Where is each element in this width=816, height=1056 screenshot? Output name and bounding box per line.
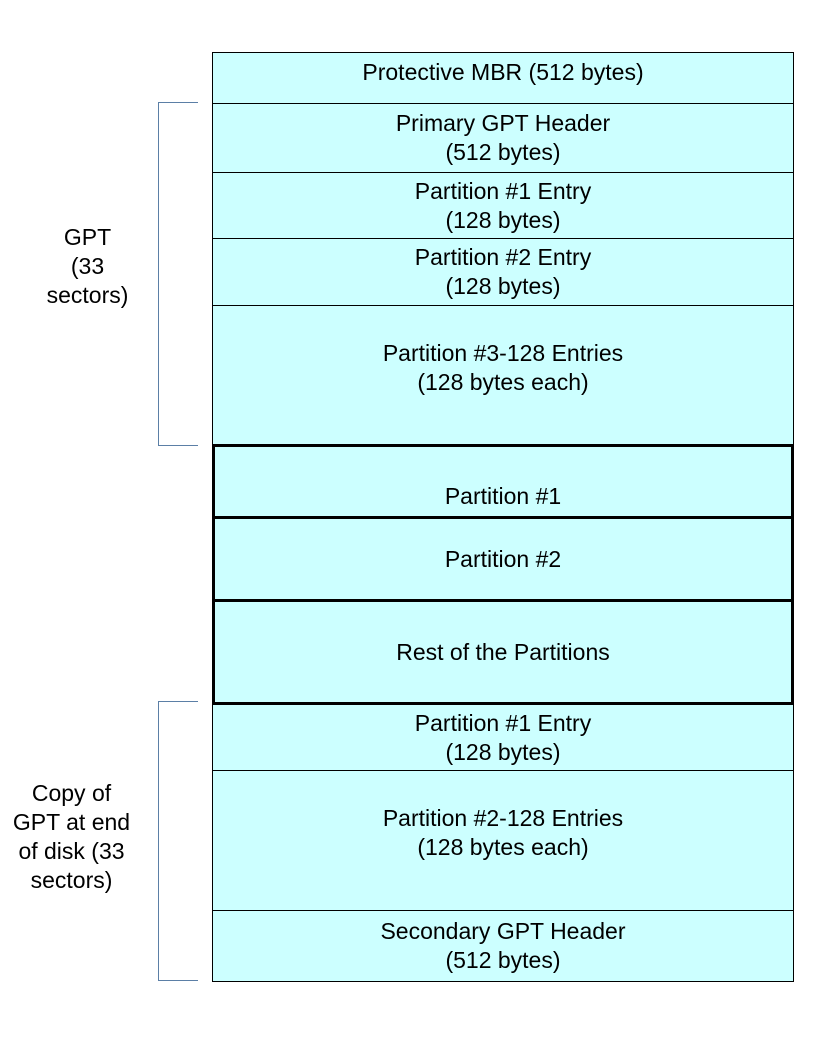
backup-partition-1-entry-block: Partition #1 Entry (128 bytes) (212, 704, 794, 771)
rest-of-partitions-block: Rest of the Partitions (212, 599, 794, 705)
gpt-bracket (158, 102, 198, 446)
partition-1-entry-block: Partition #1 Entry (128 bytes) (212, 172, 794, 239)
partition-2-entry-block: Partition #2 Entry (128 bytes) (212, 238, 794, 306)
primary-gpt-header-block: Primary GPT Header (512 bytes) (212, 103, 794, 173)
gpt-section-label: GPT (33 sectors) (46, 224, 129, 308)
partition-2-block: Partition #2 (212, 516, 794, 602)
partition-1-block: Partition #1 (212, 444, 794, 519)
secondary-gpt-header-block: Secondary GPT Header (512 bytes) (212, 910, 794, 982)
gpt-copy-section-label: Copy of GPT at end of disk (33 sectors) (12, 780, 131, 893)
protective-mbr-block: Protective MBR (512 bytes) (212, 52, 794, 104)
partition-3-128-entries-block: Partition #3-128 Entries (128 bytes each… (212, 305, 794, 446)
backup-partition-2-128-entries-block: Partition #2-128 Entries (128 bytes each… (212, 770, 794, 911)
gpt-copy-bracket (158, 701, 198, 981)
